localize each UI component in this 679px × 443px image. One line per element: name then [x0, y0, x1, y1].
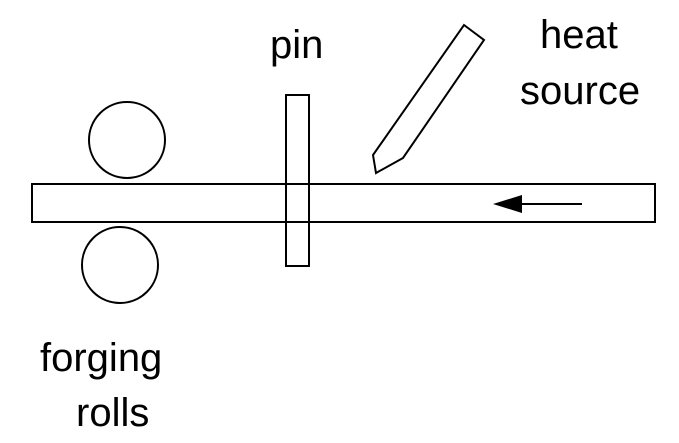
pin: [285, 94, 310, 267]
label-source: source: [520, 69, 640, 113]
forging-roll-top: [88, 101, 166, 179]
label-forging: forging: [40, 336, 162, 380]
forging-roll-bottom: [81, 226, 159, 304]
label-pin: pin: [270, 23, 323, 67]
heat-source: [371, 23, 486, 175]
label-rolls: rolls: [76, 391, 149, 435]
feed-arrow-head: [493, 195, 522, 213]
label-heat: heat: [540, 13, 618, 57]
